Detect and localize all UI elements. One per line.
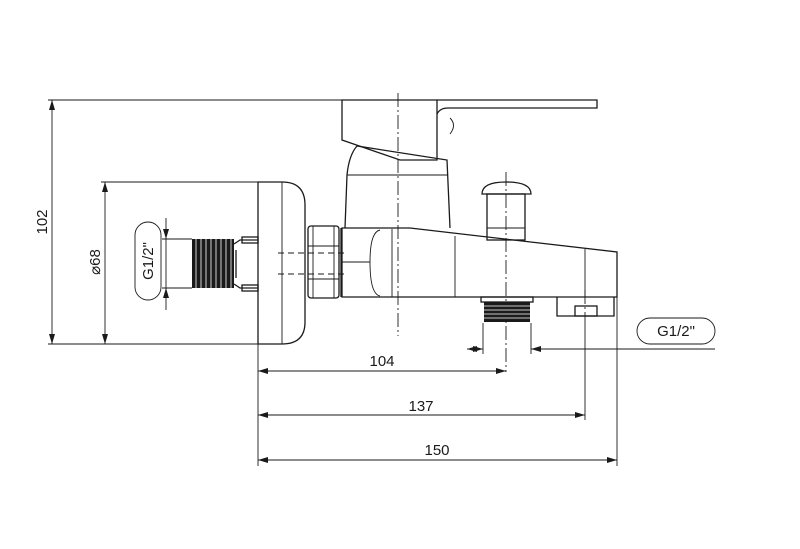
outlet-thread-label: G1/2"	[657, 323, 695, 340]
inlet-thread-label: G1/2"	[140, 242, 157, 280]
spout-aerator	[556, 297, 615, 317]
diverter-knob[interactable]	[481, 181, 532, 241]
shower-outlet-thread	[480, 296, 534, 322]
dimension-outlet-thread: G1/2"	[467, 317, 716, 352]
dimension-137: 137	[258, 398, 585, 418]
dimension-plate-diameter-label: ⌀68	[87, 249, 104, 275]
lever-handle[interactable]	[341, 99, 598, 161]
dimension-137-label: 137	[408, 398, 433, 415]
dimension-104-label: 104	[369, 353, 394, 370]
outlet-thread-pill	[636, 317, 716, 345]
dimension-height: 102	[34, 100, 55, 344]
dimension-inlet-thread: G1/2"	[134, 218, 169, 310]
extension-lines	[48, 99, 618, 466]
dimension-height-label: 102	[34, 209, 51, 234]
wall-plate	[257, 181, 306, 345]
dimension-150: 150	[258, 442, 617, 463]
centerlines	[278, 93, 586, 372]
dimension-104: 104	[258, 353, 506, 374]
dimension-plate-diameter: ⌀68	[87, 182, 108, 344]
dimension-150-label: 150	[424, 442, 449, 459]
inlet-connector	[192, 236, 259, 292]
cartridge-housing	[344, 145, 451, 229]
spout-body	[341, 227, 618, 298]
hex-nut	[307, 225, 342, 299]
inlet-thread-pill	[134, 221, 162, 301]
